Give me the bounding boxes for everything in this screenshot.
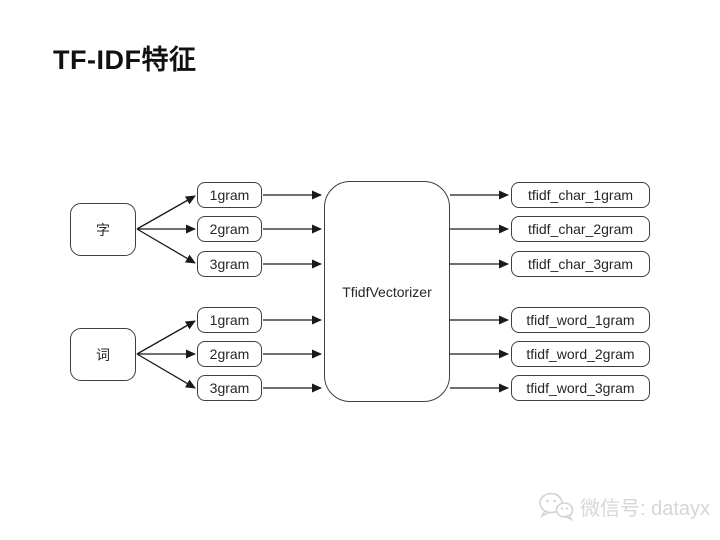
node-char-2gram: 2gram (197, 216, 262, 242)
node-char-3gram: 3gram (197, 251, 262, 277)
watermark: 微信号: datayx (538, 490, 710, 522)
wechat-icon (539, 492, 574, 522)
node-output-tfidf-char-1gram: tfidf_char_1gram (511, 182, 650, 208)
node-word-3gram: 3gram (197, 375, 262, 401)
node-char-1gram: 1gram (197, 182, 262, 208)
arrow-char-to-3gram (136, 228, 196, 264)
node-output-tfidf-word-1gram: tfidf_word_1gram (511, 307, 650, 333)
node-char-input: 字 (70, 203, 136, 256)
node-word-2gram: 2gram (197, 341, 262, 367)
watermark-text: 微信号: datayx (580, 497, 711, 520)
arrow-char-to-1gram (136, 195, 196, 230)
arrow-word-to-3gram (136, 353, 196, 389)
node-output-tfidf-char-3gram: tfidf_char_3gram (511, 251, 650, 277)
node-tfidf-vectorizer: TfidfVectorizer (324, 181, 450, 402)
arrow-word-to-1gram (136, 320, 196, 355)
node-output-tfidf-word-3gram: tfidf_word_3gram (511, 375, 650, 401)
node-output-tfidf-word-2gram: tfidf_word_2gram (511, 341, 650, 367)
node-word-1gram: 1gram (197, 307, 262, 333)
page-title: TF-IDF特征 (53, 45, 197, 75)
node-output-tfidf-char-2gram: tfidf_char_2gram (511, 216, 650, 242)
node-word-input: 词 (70, 328, 136, 381)
